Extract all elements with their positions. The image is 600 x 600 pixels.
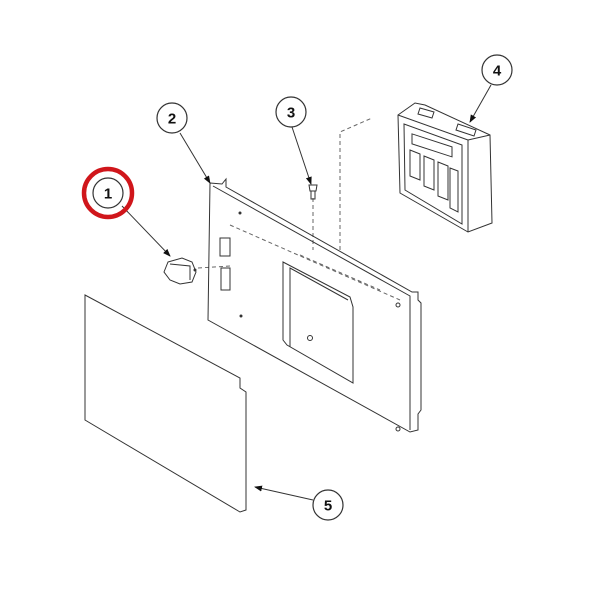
leader-2 — [179, 132, 211, 184]
callout-1[interactable]: 1 — [81, 166, 135, 220]
part-3-screw — [308, 184, 318, 200]
callout-4[interactable]: 4 — [481, 54, 513, 86]
svg-text:5: 5 — [324, 498, 332, 515]
leader-3 — [291, 126, 312, 185]
leader-1 — [121, 205, 171, 257]
svg-text:2: 2 — [168, 111, 176, 128]
leader-4 — [469, 84, 492, 123]
part-1-bracket — [163, 257, 197, 285]
part-4-display-module — [397, 102, 493, 233]
leader-lines — [121, 84, 492, 501]
svg-text:4: 4 — [493, 63, 502, 80]
callout-3[interactable]: 3 — [275, 96, 307, 128]
highlight-ring — [81, 166, 135, 220]
svg-text:1: 1 — [104, 186, 112, 203]
part-2-mounting-panel — [207, 177, 422, 433]
svg-text:3: 3 — [287, 105, 295, 122]
leader-5 — [254, 485, 314, 501]
callout-2[interactable]: 2 — [156, 102, 188, 134]
part-5-cover-plate — [84, 294, 247, 513]
callout-5[interactable]: 5 — [312, 489, 344, 521]
